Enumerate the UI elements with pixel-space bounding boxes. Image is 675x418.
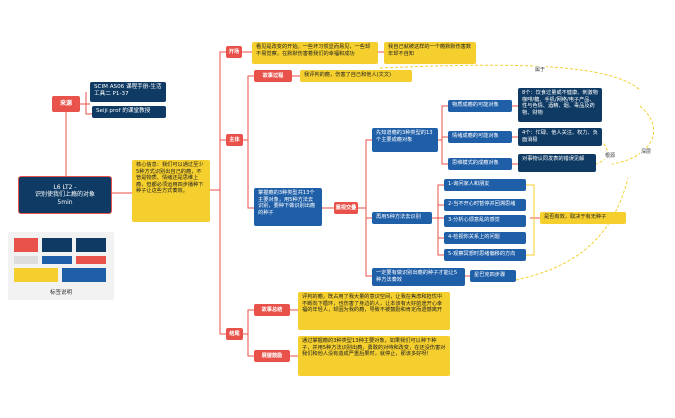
source-item-course: SCIM AS06 课程手册-生活工具二 P1-37 <box>90 82 166 102</box>
emotion-detail: 4个：忙碌、他人关注、权力、负面消极 <box>518 128 602 146</box>
story-process-text: 我评判的瘾，伤害了自己和他人(文文) <box>300 70 412 82</box>
opening-label: 开场 <box>226 46 242 58</box>
thumb-swatch-yellow <box>14 268 58 282</box>
opening-text: 看见是改变的开始。一些坏习惯显而易见，一些却不易觉察，在默默伤害着我们的幸福和成… <box>252 42 378 64</box>
thinking-addiction: 思维模式的成瘾对象 <box>448 158 512 170</box>
thumb-swatch-navy <box>42 238 72 252</box>
conclusion-label: 结尾 <box>226 328 243 340</box>
method-1: 1-询问家人和朋友 <box>444 179 526 191</box>
thumb-swatch-gray <box>14 256 38 264</box>
root-line2: 识别使我们上瘾的对象 <box>34 191 95 199</box>
plant-seed-text: 一定要有做识别出瘾的种子才能让5种方法奏效 <box>372 268 465 286</box>
use-five-methods: 再用5种方法去识别 <box>372 212 432 224</box>
thumbnail-legend: 标签说明 <box>8 232 114 300</box>
core-message: 核心信息：我们可以通过至少5种方式识别出自己的瘾，不管是物质、情绪还是思维上瘾，… <box>132 160 210 222</box>
thumb-swatch-blue <box>42 256 72 264</box>
belongs-label: 属于 <box>534 66 547 73</box>
deep-label: 深层 <box>640 148 653 155</box>
story-summary-label: 故事总结 <box>254 304 290 316</box>
thumb-swatch-navy-2 <box>76 238 106 252</box>
method-5: 5-观察冥想时思绪偏移的方向 <box>444 249 526 261</box>
focus-overlap-label: 重视交叠 <box>334 202 358 214</box>
encourage-label: 展望鼓励 <box>254 350 290 362</box>
encourage-text: 通过掌握瘾的3种类型13种主要对象，如果我们可以种下种子，并用5种方法识别出瘾，… <box>298 336 450 376</box>
substance-addiction: 物质成瘾的可能对象 <box>448 100 512 112</box>
main-summary: 掌握瘾的3种类型共13个主要对象，用5种方法去识别，要种下做识别出瘾的种子 <box>254 188 322 226</box>
method-3: 3-分析心烦意乱的感觉 <box>444 215 526 227</box>
method-4: 4-检视你关系上的问题 <box>444 232 526 244</box>
thinking-detail: 对事物认同发表的错误见解 <box>518 154 596 172</box>
opening-personal-text: 我自己就被这样的一个瘾默默伤害数年却不自知 <box>384 42 476 64</box>
emotion-addiction: 情绪成瘾的可能对象 <box>448 131 512 143</box>
source-label: 来源 <box>52 96 80 112</box>
root-cause-label: 根源 <box>604 152 617 159</box>
thumb-swatch-blue-2 <box>62 268 106 282</box>
thumb-swatch-red-2 <box>76 256 106 264</box>
thumbnail-caption: 标签说明 <box>49 290 72 296</box>
four-steps: 星巴克四步骤 <box>470 270 516 282</box>
learn-three-types: 先知道瘾的3种类型的13个主要成瘾对象 <box>372 128 438 152</box>
root-line3: 5min <box>57 198 73 206</box>
source-item-professor: Seiji prof 的课堂教授 <box>92 106 166 118</box>
root-topic: L6 LT2 - 识别使我们上瘾的对象 5min <box>18 176 112 214</box>
thumb-swatch-red <box>14 238 38 252</box>
method-2: 2-当不开心时暂停并回溯思绪 <box>444 199 526 211</box>
substance-detail: 8个：饮食过量或不健康、刺激物 咖啡/糖、手机/网络/电子产品、性与色情、酒精、… <box>518 88 602 122</box>
story-summary-text: 评判的瘾，既占用了我大量的意识空间，让我在焦虑和担忧中不断向下循环，也伤害了身边… <box>298 292 450 330</box>
main-label: 主体 <box>226 134 243 146</box>
root-line1: L6 LT2 - <box>53 183 77 191</box>
story-process-label: 故事过程 <box>254 70 292 82</box>
effect-note: 是否有效，取决于有无种子 <box>540 212 626 224</box>
